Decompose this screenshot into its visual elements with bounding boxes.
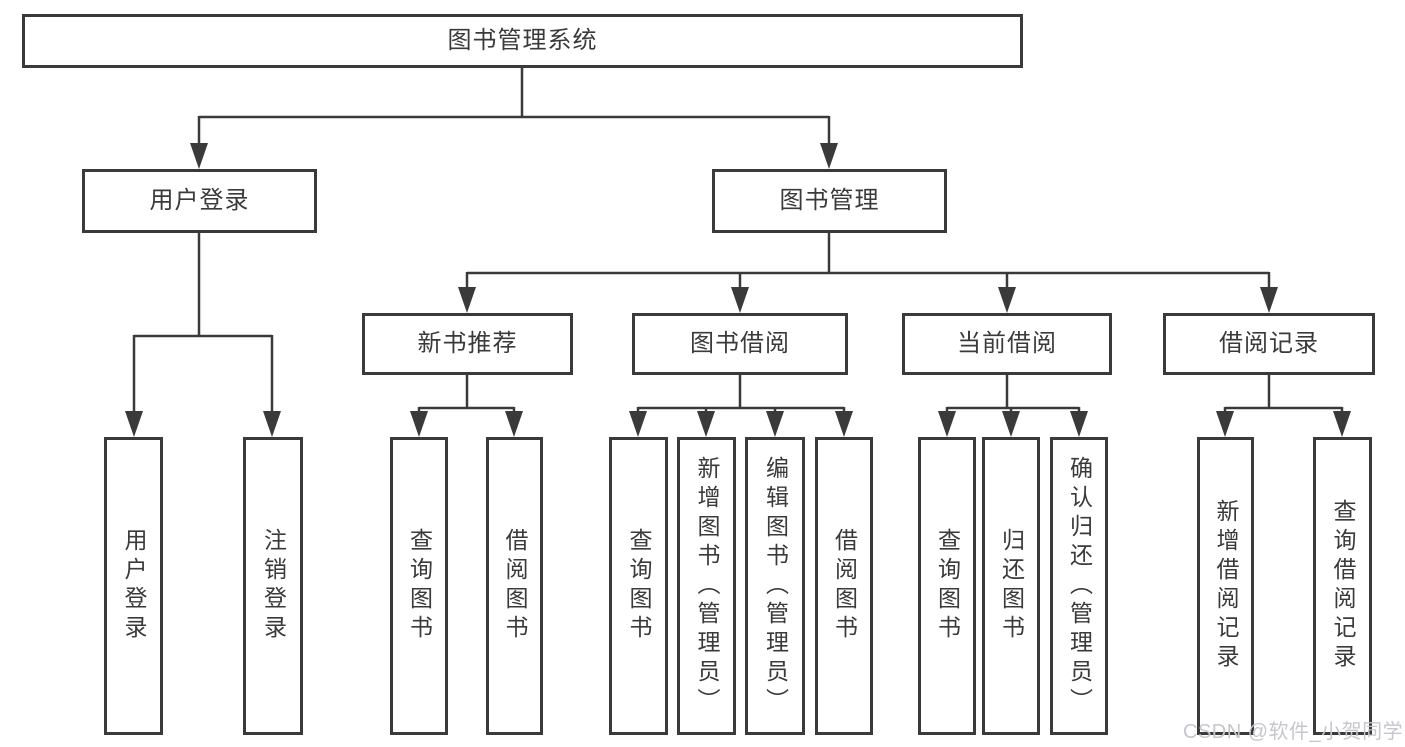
node-book-management: 图书管理 bbox=[712, 169, 947, 233]
csdn-watermark: CSDN @软件_小贺同学 bbox=[1183, 721, 1404, 743]
leaf-add-borrow-record: 新增借阅记录 bbox=[1197, 437, 1254, 735]
leaf-borrow-books-borrowing: 借阅图书 bbox=[815, 437, 873, 735]
leaf-logout: 注销登录 bbox=[243, 437, 303, 735]
leaf-user-login: 用户登录 bbox=[104, 437, 163, 735]
leaf-edit-books-admin: 编辑图书（管理员） bbox=[745, 437, 805, 735]
node-library-system: 图书管理系统 bbox=[22, 14, 1023, 68]
leaf-confirm-return-admin: 确认归还（管理员） bbox=[1050, 437, 1108, 735]
node-current-borrowing: 当前借阅 bbox=[902, 313, 1112, 375]
node-book-borrowing: 图书借阅 bbox=[632, 313, 848, 375]
leaf-borrow-books-recommend: 借阅图书 bbox=[486, 437, 543, 735]
leaf-query-books-borrowing: 查询图书 bbox=[609, 437, 668, 735]
node-borrowing-records: 借阅记录 bbox=[1163, 313, 1375, 375]
node-user-login: 用户登录 bbox=[82, 169, 317, 233]
leaf-add-books-admin: 新增图书（管理员） bbox=[677, 437, 736, 735]
leaf-query-books-current: 查询图书 bbox=[918, 437, 976, 735]
leaf-return-books: 归还图书 bbox=[982, 437, 1040, 735]
node-new-book-recommend: 新书推荐 bbox=[362, 313, 573, 375]
arrowhead-icons bbox=[125, 143, 1351, 437]
leaf-query-borrow-record: 查询借阅记录 bbox=[1313, 437, 1372, 735]
leaf-query-books-recommend: 查询图书 bbox=[390, 437, 448, 735]
